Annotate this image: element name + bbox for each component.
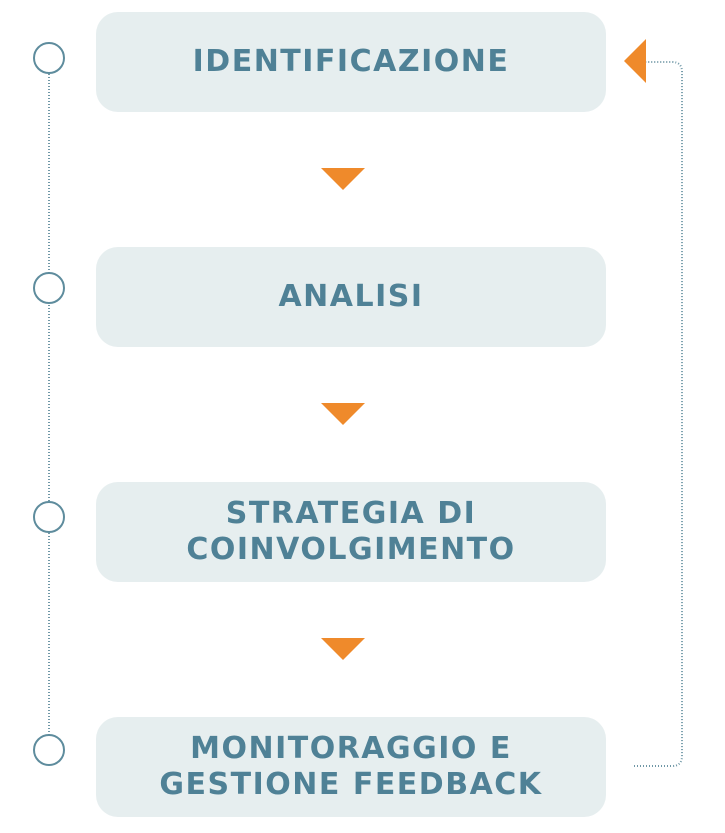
- step-label: ANALISI: [278, 279, 424, 314]
- arrow-left-icon: [624, 39, 646, 83]
- feedback-loop-line: [634, 61, 683, 767]
- step-label: STRATEGIA DI COINVOLGIMENTO: [186, 496, 516, 567]
- arrow-down-2-icon: [321, 403, 365, 425]
- step-identificazione: IDENTIFICAZIONE: [96, 12, 606, 112]
- timeline-node-2: [33, 272, 65, 304]
- timeline-node-1: [33, 42, 65, 74]
- step-strategia-di-coinvolgimento: STRATEGIA DI COINVOLGIMENTO: [96, 482, 606, 582]
- step-monitoraggio-e-gestione-feedback: MONITORAGGIO E GESTIONE FEEDBACK: [96, 717, 606, 817]
- timeline-node-4: [33, 734, 65, 766]
- step-analisi: ANALISI: [96, 247, 606, 347]
- timeline-node-3: [33, 501, 65, 533]
- arrow-down-1-icon: [321, 168, 365, 190]
- step-label: MONITORAGGIO E GESTIONE FEEDBACK: [159, 731, 543, 802]
- step-label: IDENTIFICAZIONE: [192, 44, 510, 79]
- arrow-down-3-icon: [321, 638, 365, 660]
